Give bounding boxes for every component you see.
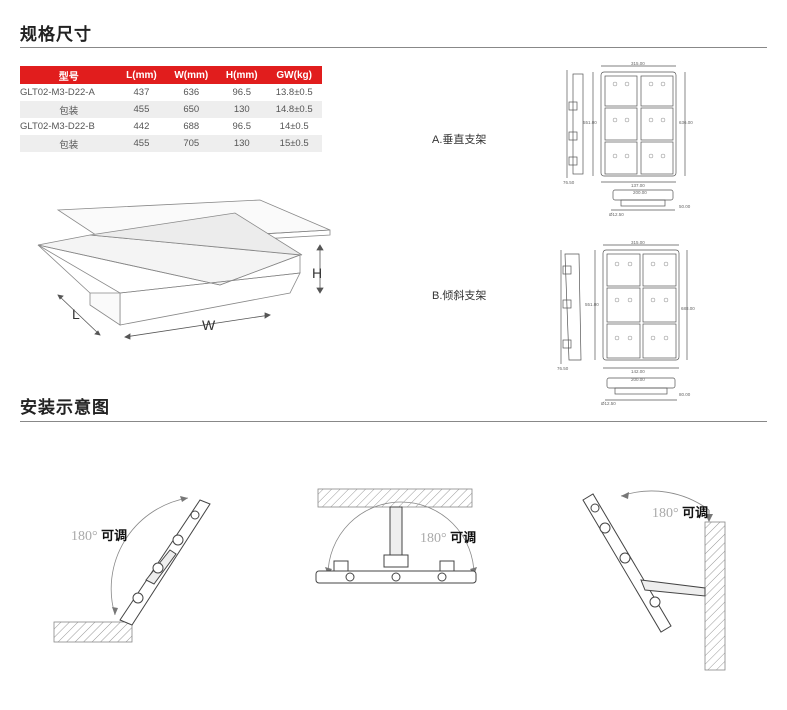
angle-text: 180° — [420, 531, 447, 546]
cell-height: 130 — [217, 135, 267, 152]
dim-a-side: 76.50 — [563, 180, 575, 185]
dim-a-left: 551.00 — [583, 120, 597, 125]
cell-model: GLT02-M3-D22-B — [20, 121, 95, 132]
table-row: 包装 455 650 130 14.8±0.5 — [20, 101, 322, 118]
header-weight: GW(kg) — [266, 66, 322, 84]
dim-b-right: 688.00 — [681, 306, 695, 311]
cell-length: 442 — [133, 121, 150, 132]
spec-table-header: 型号 L(mm) W(mm) H(mm) GW(kg) — [20, 66, 322, 84]
dim-a-bottom: 137.00 — [631, 183, 645, 188]
cell-width: 705 — [165, 135, 218, 152]
cell-length: 455 — [117, 135, 166, 152]
adjustable-text: 可调 — [450, 530, 477, 545]
dim-a-hole: Ø12.50 — [609, 212, 624, 217]
box-width-label: W — [202, 317, 216, 333]
table-row: GLT02-M3-D22-A 437 636 96.5 13.8±0.5 — [20, 84, 322, 101]
install-ceiling-diagram — [315, 488, 477, 584]
cell-length: 437 — [133, 87, 150, 98]
header-model: 型号 — [20, 66, 118, 84]
cell-model: GLT02-M3-D22-A — [20, 87, 95, 98]
adjust-note-wall: 180° 可调 — [652, 502, 708, 522]
bracket-a-label: A.垂直支架 — [432, 134, 487, 146]
dim-a-h: 50.00 — [679, 204, 691, 209]
dim-b-top: 315.00 — [631, 240, 645, 245]
box-length-label: L — [72, 306, 80, 322]
package-box-diagram — [37, 199, 331, 340]
dim-a-top: 315.00 — [631, 61, 645, 66]
cell-weight: 14.8±0.5 — [266, 101, 322, 118]
dim-b-bottom: 142.00 — [631, 369, 645, 374]
table-row: GLT02-M3-D22-B 442 688 96.5 14±0.5 — [20, 118, 322, 135]
angle-text: 180° — [652, 506, 679, 521]
cell-height: 130 — [217, 101, 267, 118]
adjustable-text: 可调 — [682, 505, 709, 520]
box-height-label: H — [312, 265, 323, 281]
specs-section-title: 规格尺寸 — [20, 25, 92, 44]
install-floor-diagram — [53, 496, 211, 643]
adjust-note-floor: 180° 可调 — [71, 525, 127, 545]
install-section-title: 安装示意图 — [20, 398, 110, 417]
dim-a-base: 200.00 — [633, 190, 647, 195]
bracket-b-drawing: 315.00 551.00 688.00 142.00 76.50 200.00… — [557, 240, 695, 406]
cell-weight: 13.8±0.5 — [275, 87, 313, 98]
angle-text: 180° — [71, 529, 98, 544]
cell-width: 650 — [165, 101, 218, 118]
install-divider — [20, 421, 767, 422]
dim-b-hole: Ø12.50 — [601, 401, 616, 406]
specs-divider — [20, 47, 767, 48]
adjustable-text: 可调 — [101, 528, 128, 543]
cell-height: 96.5 — [232, 121, 252, 132]
spec-table: 型号 L(mm) W(mm) H(mm) GW(kg) GLT02-M3-D22… — [20, 66, 322, 152]
cell-length: 455 — [117, 101, 166, 118]
dim-b-base: 200.00 — [631, 377, 645, 382]
cell-width: 636 — [183, 87, 200, 98]
header-width: W(mm) — [165, 66, 218, 84]
table-row: 包装 455 705 130 15±0.5 — [20, 135, 322, 152]
cell-height: 96.5 — [232, 87, 252, 98]
bracket-a-drawing: 315.00 551.00 636.00 137.00 76.50 200.00… — [563, 61, 693, 217]
adjust-note-ceiling: 180° 可调 — [420, 527, 476, 547]
dim-b-h: 80.00 — [679, 392, 691, 397]
dim-b-side: 76.50 — [557, 366, 569, 371]
cell-weight: 15±0.5 — [266, 135, 322, 152]
cell-model: 包装 — [20, 101, 118, 118]
cell-weight: 14±0.5 — [279, 121, 309, 132]
cell-model: 包装 — [20, 135, 118, 152]
dim-a-right: 636.00 — [679, 120, 693, 125]
bracket-b-label: B.倾斜支架 — [432, 290, 487, 302]
header-length: L(mm) — [117, 66, 166, 84]
install-wall-diagram — [582, 490, 726, 671]
header-height: H(mm) — [217, 66, 267, 84]
cell-width: 688 — [183, 121, 200, 132]
dim-b-left: 551.00 — [585, 302, 599, 307]
